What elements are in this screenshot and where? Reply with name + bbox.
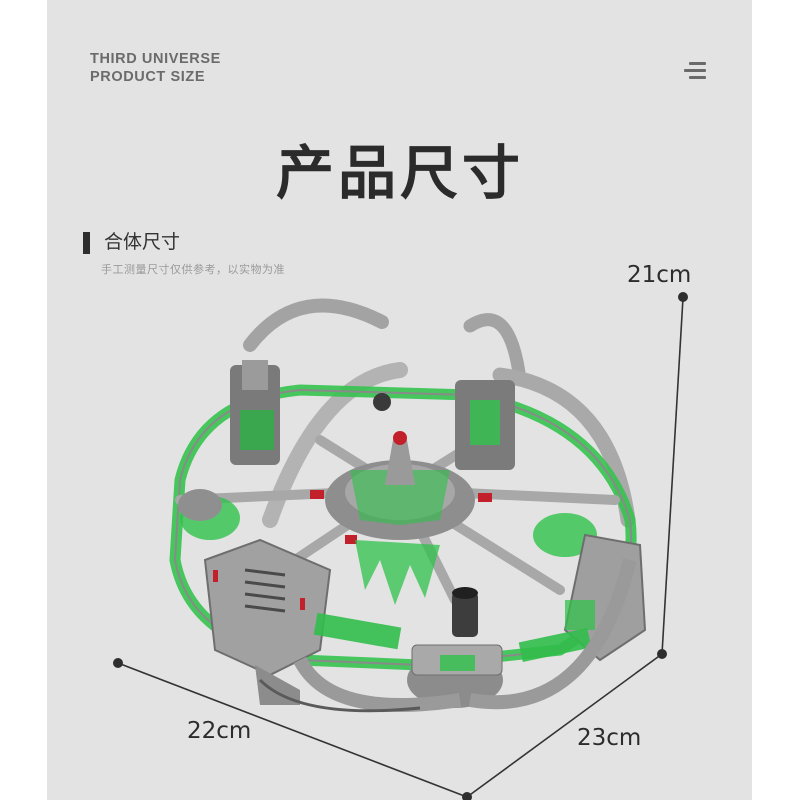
page-title: 产品尺寸 xyxy=(275,139,524,207)
height-dimension: 21cm xyxy=(627,262,692,288)
dimension-lines xyxy=(117,297,684,798)
brand-label: THIRD UNIVERSE PRODUCT SIZE xyxy=(90,50,221,86)
corner-bottom-dot xyxy=(462,792,472,800)
menu-line-bottom xyxy=(689,76,706,79)
menu-line-top xyxy=(689,62,706,65)
corner-left-dot xyxy=(113,658,123,668)
measurement-note: 手工测量尺寸仅供参考，以实物为准 xyxy=(101,263,285,276)
dimension-dots xyxy=(113,292,688,800)
width-dimension: 22cm xyxy=(187,718,252,744)
height-top-dot xyxy=(678,292,688,302)
section-title: 合体尺寸 xyxy=(104,231,181,253)
product-model xyxy=(169,298,647,713)
menu-icon[interactable] xyxy=(684,60,710,82)
brand-line-1: THIRD UNIVERSE xyxy=(90,51,221,67)
corner-right-dot xyxy=(657,649,667,659)
brand-line-2: PRODUCT SIZE xyxy=(90,69,206,85)
section-marker xyxy=(83,232,90,254)
menu-line-middle xyxy=(684,69,706,72)
depth-dimension: 23cm xyxy=(577,725,642,751)
